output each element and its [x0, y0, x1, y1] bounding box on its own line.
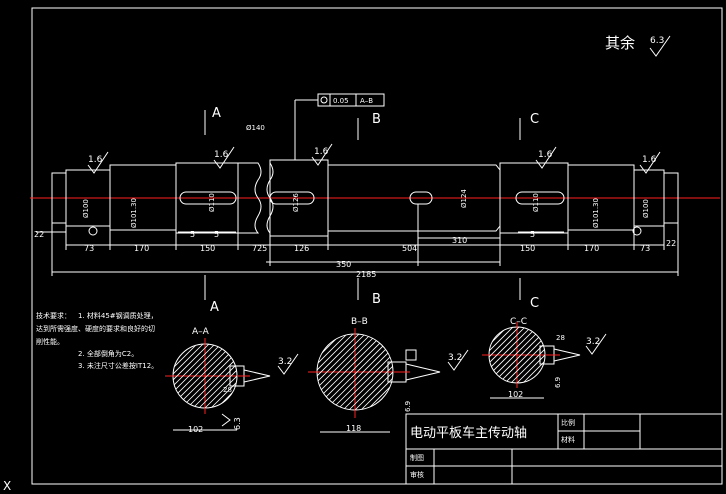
svg-text:1.6: 1.6 — [214, 150, 229, 160]
shaft-roughness-marks: 1.6 1.6 1.6 1.6 1.6 — [87, 143, 661, 174]
svg-text:150: 150 — [200, 244, 215, 253]
svg-text:73: 73 — [84, 244, 94, 253]
svg-text:A: A — [210, 300, 219, 315]
svg-text:2185: 2185 — [356, 270, 376, 279]
svg-text:6.9: 6.9 — [554, 377, 562, 388]
svg-text:5: 5 — [530, 230, 535, 239]
svg-text:5: 5 — [190, 230, 195, 239]
svg-text:Ø100: Ø100 — [642, 199, 650, 218]
svg-text:3.2: 3.2 — [448, 353, 462, 363]
svg-text:C: C — [530, 296, 539, 311]
svg-text:Ø140: Ø140 — [246, 124, 265, 132]
svg-text:6.3: 6.3 — [233, 417, 242, 430]
svg-text:Ø100: Ø100 — [82, 199, 90, 218]
svg-text:3.2: 3.2 — [586, 337, 600, 347]
svg-text:118: 118 — [346, 424, 361, 433]
svg-text:170: 170 — [584, 244, 599, 253]
roughness-note-symbol: 6.3 — [649, 35, 671, 57]
svg-text:C–C: C–C — [510, 317, 527, 327]
title-block: 电动平板车主传动轴 比例 材料 制图 审核 — [405, 413, 723, 485]
svg-text:725: 725 — [252, 244, 267, 253]
svg-text:3. 未注尺寸公差按IT12。: 3. 未注尺寸公差按IT12。 — [78, 361, 158, 370]
roughness-note-label: 其余 — [605, 34, 635, 52]
section-marker-b: B B — [357, 112, 381, 307]
svg-text:3.2: 3.2 — [278, 357, 292, 367]
svg-text:技术要求：: 技术要求： — [36, 311, 71, 320]
svg-text:Ø110: Ø110 — [208, 193, 216, 212]
svg-text:A: A — [212, 106, 221, 121]
drawing-border — [31, 7, 723, 485]
svg-text:B: B — [372, 292, 381, 307]
svg-text:C: C — [530, 112, 539, 127]
svg-text:A–A: A–A — [192, 327, 210, 337]
svg-text:B–B: B–B — [351, 317, 368, 327]
svg-text:Ø126: Ø126 — [292, 193, 300, 212]
svg-text:1.6: 1.6 — [88, 155, 103, 165]
svg-text:1.6: 1.6 — [314, 147, 329, 157]
svg-text:1.6: 1.6 — [642, 155, 657, 165]
section-marker-c: C C — [519, 112, 539, 311]
svg-text:1.6: 1.6 — [538, 150, 553, 160]
svg-text:达到所需强度、硬度的要求和良好的切: 达到所需强度、硬度的要求和良好的切 — [36, 324, 155, 333]
svg-text:6.9: 6.9 — [404, 401, 412, 412]
svg-text:310: 310 — [452, 236, 467, 245]
svg-text:73: 73 — [640, 244, 650, 253]
svg-text:504: 504 — [402, 244, 417, 253]
section-view-c: C–C 28 6.9 102 3.2 — [482, 317, 607, 399]
svg-text:1. 材料45#钢调质处理，: 1. 材料45#钢调质处理， — [78, 311, 158, 320]
svg-text:0.05: 0.05 — [333, 97, 349, 105]
svg-text:A–B: A–B — [360, 97, 373, 105]
svg-text:Ø101.30: Ø101.30 — [130, 198, 138, 228]
svg-text:150: 150 — [520, 244, 535, 253]
section-marker-a: A A — [204, 106, 221, 315]
svg-text:28: 28 — [223, 386, 232, 394]
svg-text:28: 28 — [556, 334, 565, 342]
shaft-outline — [51, 159, 679, 237]
runout-tolerance-frame: 0.05 A–B — [294, 93, 385, 160]
svg-text:制图: 制图 — [410, 453, 424, 462]
svg-text:2. 全部倒角为C2。: 2. 全部倒角为C2。 — [78, 349, 138, 358]
svg-text:6.3: 6.3 — [650, 36, 664, 46]
svg-text:审核: 审核 — [410, 470, 424, 479]
dimension-lines — [36, 204, 679, 276]
svg-text:22: 22 — [34, 230, 44, 239]
svg-text:102: 102 — [188, 425, 203, 434]
svg-text:102: 102 — [508, 390, 523, 399]
svg-text:126: 126 — [294, 244, 309, 253]
diameter-labels: Ø100 Ø101.30 Ø110 Ø140 Ø126 Ø124 Ø110 Ø1… — [82, 124, 650, 228]
svg-text:削性能。: 削性能。 — [36, 337, 64, 346]
svg-text:Ø101.30: Ø101.30 — [592, 198, 600, 228]
section-view-b: B–B 6.9 118 3.2 — [308, 317, 469, 433]
technical-requirements: 技术要求： 1. 材料45#钢调质处理， 达到所需强度、硬度的要求和良好的切 削… — [36, 311, 158, 370]
title-block-title: 电动平板车主传动轴 — [410, 425, 527, 441]
svg-text:B: B — [372, 112, 381, 127]
svg-text:5: 5 — [214, 230, 219, 239]
svg-text:170: 170 — [134, 244, 149, 253]
svg-text:比例: 比例 — [561, 418, 575, 427]
svg-text:Ø110: Ø110 — [532, 193, 540, 212]
svg-text:350: 350 — [336, 260, 351, 269]
svg-text:Ø124: Ø124 — [460, 189, 468, 208]
ucs-x-label: X — [3, 479, 11, 493]
svg-text:材料: 材料 — [561, 435, 575, 444]
svg-text:22: 22 — [666, 239, 676, 248]
dimension-values: 22 73 170 5 5 150 725 126 504 310 5 150 … — [34, 230, 676, 279]
